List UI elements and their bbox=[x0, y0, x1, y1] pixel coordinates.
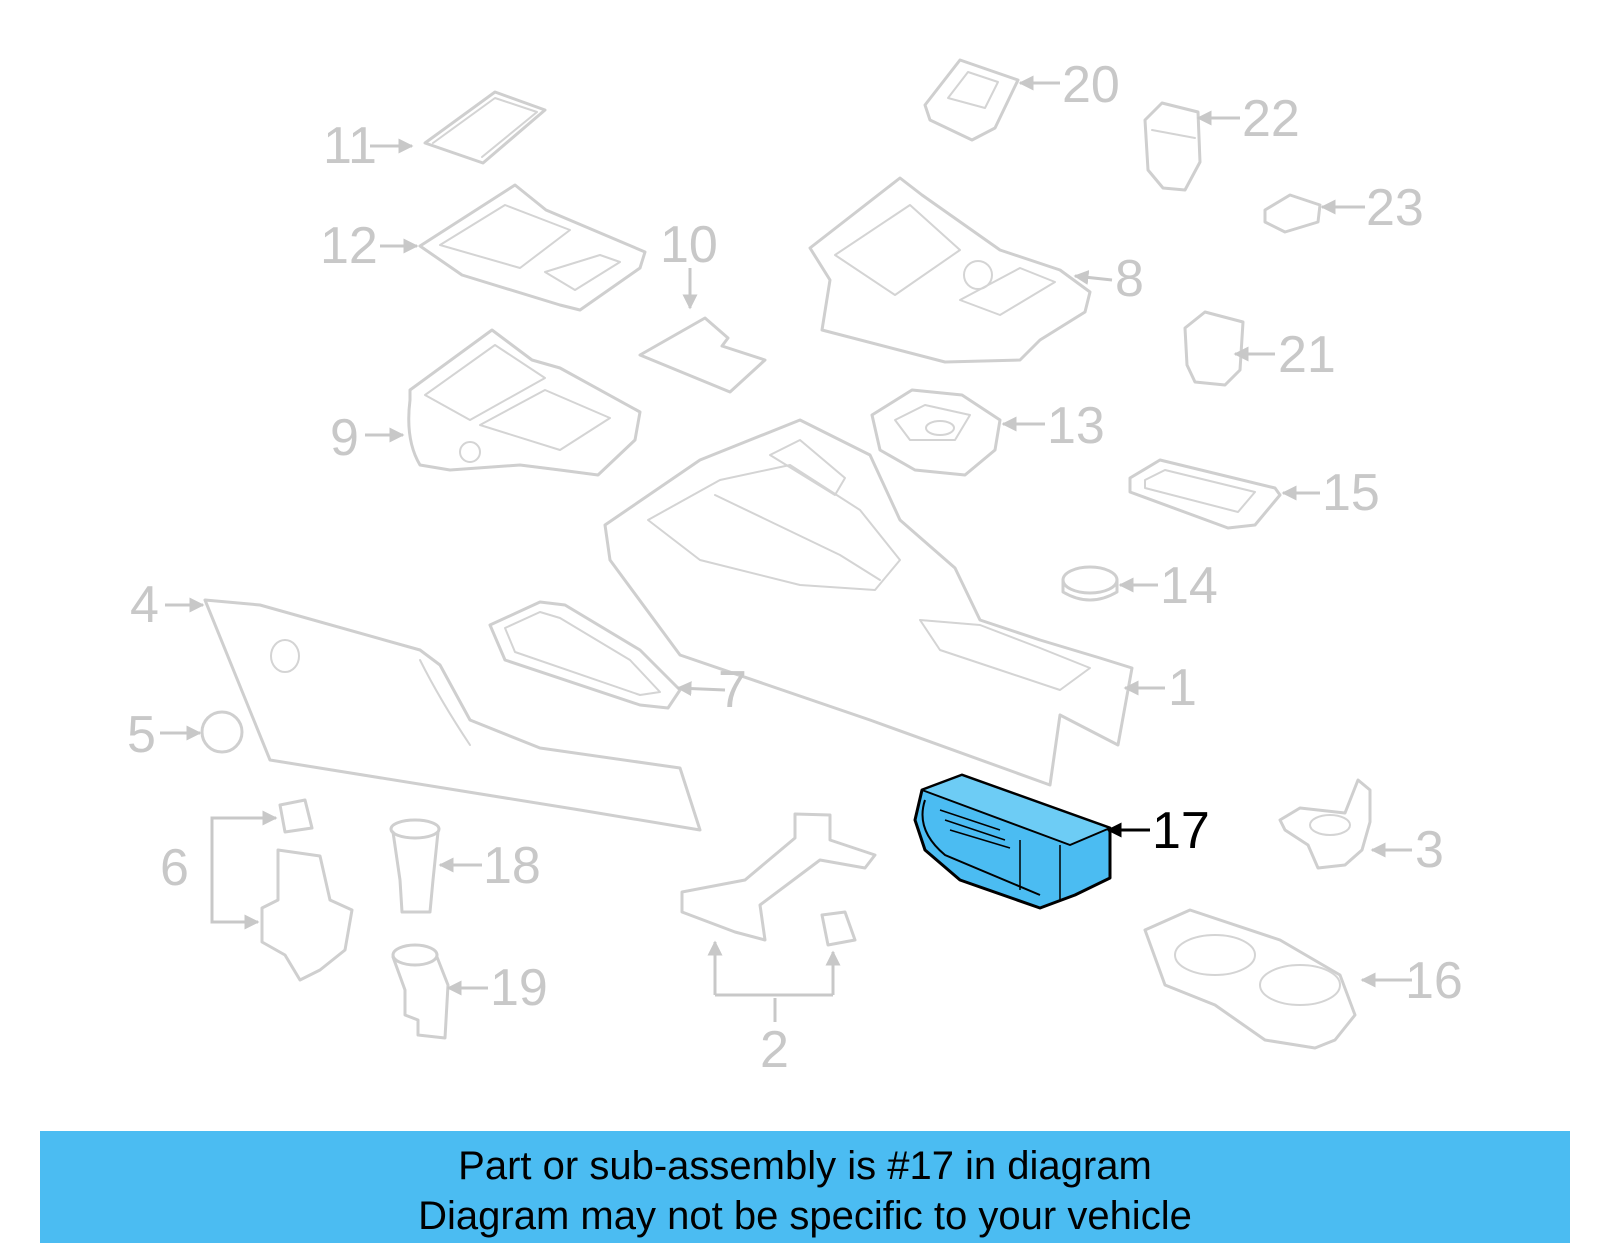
callout-3: 3 bbox=[1415, 821, 1444, 879]
callout-20: 20 bbox=[1062, 56, 1120, 114]
callout-7: 7 bbox=[718, 661, 747, 719]
callout-9: 9 bbox=[330, 409, 359, 467]
leader-lines bbox=[160, 75, 1412, 1022]
callout-10: 10 bbox=[660, 216, 718, 274]
callout-22: 22 bbox=[1242, 90, 1300, 148]
callout-16: 16 bbox=[1405, 952, 1463, 1010]
part-4-side-panel bbox=[203, 598, 702, 832]
callout-14: 14 bbox=[1160, 557, 1218, 615]
callout-17: 17 bbox=[1152, 802, 1210, 860]
callout-4: 4 bbox=[130, 576, 159, 634]
callout-1: 1 bbox=[1168, 659, 1197, 717]
callout-23: 23 bbox=[1366, 179, 1424, 237]
part-13-insert bbox=[870, 388, 1002, 477]
banner-line-2: Diagram may not be specific to your vehi… bbox=[418, 1194, 1192, 1238]
callout-13: 13 bbox=[1047, 397, 1105, 455]
part-10-insulation-pad bbox=[638, 316, 767, 394]
part-6-bracket bbox=[260, 798, 354, 982]
part-15-mat bbox=[1128, 458, 1282, 530]
callout-8: 8 bbox=[1115, 250, 1144, 308]
part-9-console-bin bbox=[407, 328, 642, 477]
callout-6: 6 bbox=[160, 839, 189, 897]
callout-21: 21 bbox=[1278, 326, 1336, 384]
part-8-console-trim bbox=[808, 176, 1092, 364]
callout-18: 18 bbox=[483, 837, 541, 895]
callout-2: 2 bbox=[760, 1021, 789, 1079]
part-5-cap bbox=[200, 710, 244, 754]
callout-11: 11 bbox=[323, 117, 377, 175]
part-16-cupholder bbox=[1143, 908, 1357, 1050]
part-19-socket bbox=[391, 943, 450, 1040]
part-2-bracket bbox=[680, 812, 877, 947]
part-21-button bbox=[1183, 310, 1245, 387]
part-22-switch bbox=[1143, 101, 1202, 192]
part-11-tray-mat bbox=[423, 90, 547, 165]
part-12-storage-panel bbox=[418, 183, 647, 312]
info-banner: Part or sub-assembly is #17 in diagram D… bbox=[40, 1131, 1570, 1243]
callout-15: 15 bbox=[1322, 464, 1380, 522]
part-14-cap bbox=[1061, 565, 1119, 602]
callout-labels: 1 2 3 4 5 6 7 8 9 10 11 12 13 14 15 16 1… bbox=[127, 56, 1463, 1079]
part-3-bracket bbox=[1278, 778, 1372, 870]
part-17-storage-bin-highlighted[interactable] bbox=[913, 773, 1112, 910]
part-1-center-console bbox=[603, 418, 1134, 787]
part-23-clip bbox=[1263, 193, 1322, 234]
callout-5: 5 bbox=[127, 706, 156, 764]
callout-19: 19 bbox=[490, 959, 548, 1017]
part-20-shifter-unit bbox=[923, 58, 1020, 142]
callout-12: 12 bbox=[320, 217, 378, 275]
part-18-socket bbox=[389, 818, 441, 914]
banner-line-1: Part or sub-assembly is #17 in diagram bbox=[458, 1144, 1152, 1188]
